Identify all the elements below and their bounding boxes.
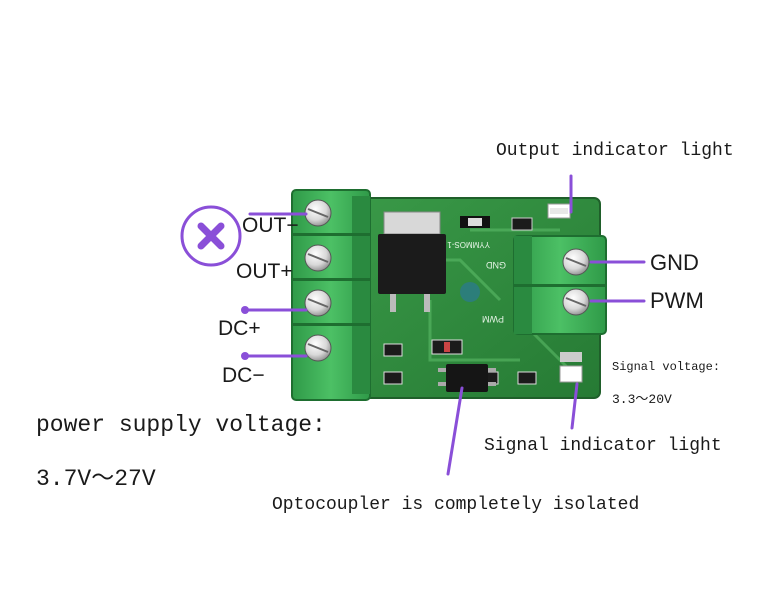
dc-minus-dot	[241, 352, 249, 360]
label-output-indicator: Output indicator light	[496, 141, 734, 161]
label-dc-plus: DC+	[218, 317, 261, 340]
callout-lines	[243, 174, 646, 476]
dc-plus-dot	[241, 306, 249, 314]
left-terminal-block	[291, 189, 371, 401]
label-pwm: PWM	[650, 288, 704, 313]
label-dc-minus: DC−	[222, 364, 265, 387]
label-power-value: 3.7V～27V	[36, 466, 156, 492]
silkscreen-pwm: PWM	[482, 314, 504, 324]
pcb-components	[383, 203, 583, 392]
label-signal-voltage-value: 3.3～20V	[612, 392, 672, 407]
mosfet-chip	[378, 211, 446, 312]
label-signal-voltage-title: Signal voltage:	[612, 360, 721, 374]
silkscreen-model: YYMMOS-1	[447, 240, 490, 249]
label-signal-indicator: Signal indicator light	[484, 436, 722, 456]
label-out-minus: OUT−	[242, 214, 299, 237]
label-gnd: GND	[650, 250, 699, 275]
right-terminal-block	[513, 235, 607, 335]
label-optocoupler: Optocoupler is completely isolated	[272, 495, 640, 515]
label-out-plus: OUT+	[236, 260, 293, 283]
silkscreen-gnd: GND	[486, 260, 507, 270]
label-power-title: power supply voltage:	[36, 412, 326, 438]
x-circle-icon	[180, 205, 242, 267]
optocoupler-chip	[446, 364, 488, 392]
